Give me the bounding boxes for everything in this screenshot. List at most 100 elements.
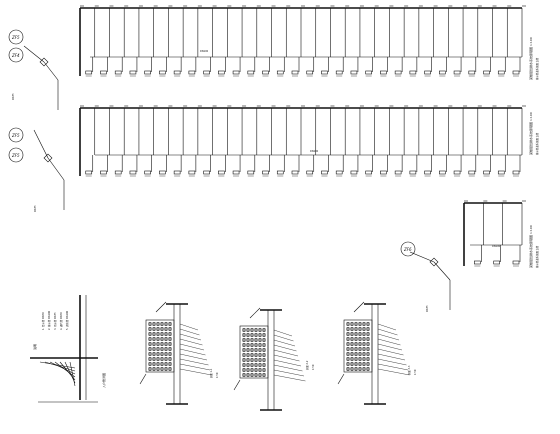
section-detail-1-anchor-block: [164, 347, 168, 351]
section-detail-3-anchor-block: [362, 342, 366, 346]
riser-1-fixture-box: [394, 70, 402, 75]
riser-1-marker-b: ZF4: [11, 53, 20, 58]
section-detail-3-tie-bar: [377, 323, 397, 331]
section-detail-2-anchor-block: [262, 328, 266, 332]
section-detail-3-anchor-block: [362, 362, 366, 366]
section-detail-1-anchor-block: [164, 367, 168, 371]
section-detail-3: 剖面 3-3 1:50: [337, 301, 417, 405]
section-detail-3-anchor-block: [362, 327, 366, 331]
section-detail-3-anchor-block: [346, 352, 350, 356]
section-detail-2-anchor-block: [254, 358, 258, 362]
riser-3-valve-symbol: [429, 257, 439, 267]
section-detail-1-slab-outline: [145, 319, 175, 373]
riser-2-marker-circle-a: [8, 127, 24, 143]
riser-2-fixture-box: [497, 170, 505, 175]
riser-2-fixture-box: [262, 170, 269, 175]
section-detail-1-anchor-block: [148, 337, 152, 341]
riser-2-fixture-box: [409, 170, 417, 175]
riser-2-pipework: [33, 105, 526, 210]
riser-3-branch-label: DN75: [426, 305, 429, 312]
section-detail-2-anchor-block: [250, 358, 254, 362]
section-detail-3-anchor-block: [366, 352, 370, 356]
section-detail-3-tie-bar: [377, 353, 406, 361]
section-detail-2-anchor-block: [262, 343, 266, 347]
section-detail-2-anchor-block: [258, 358, 262, 362]
section-detail-1-anchor-block: [160, 327, 164, 331]
riser-1-fixture-box: [409, 70, 417, 75]
section-detail-2-anchor-block: [242, 348, 246, 352]
section-detail-2-anchor-block: [262, 353, 266, 357]
section-detail-3-anchor-block: [354, 337, 358, 341]
section-detail-2-anchor-block: [258, 328, 262, 332]
riser-1-fixture-box: [350, 70, 358, 75]
section-detail-2-anchor-block: [262, 358, 266, 362]
section-detail-1-anchor-block: [160, 342, 164, 346]
riser-3-diagonal-branch: [433, 261, 451, 281]
riser-2-fixture-box: [188, 170, 196, 175]
section-detail-2-anchor-block: [250, 363, 254, 367]
section-detail-3-anchor-block: [366, 347, 370, 351]
riser-2-fixture-box: [276, 170, 284, 175]
section-detail-1-anchor-block: [168, 367, 172, 371]
section-detail-1-anchor-block: [152, 357, 156, 361]
riser-1-title: 某楼层给排水系统原理图 1:100: [528, 37, 533, 80]
riser-2-fixture-box: [306, 170, 314, 175]
riser-2-marker-a: ZF5: [11, 133, 20, 138]
riser-2-pipe-label: DN100: [310, 150, 319, 153]
entry-pipe-run: [59, 361, 76, 381]
section-detail-1-anchor-block: [168, 352, 172, 356]
section-detail-1-anchor-block: [152, 322, 156, 326]
section-detail-3-anchor-block: [358, 342, 362, 346]
riser-1-diagonal-branch: [43, 61, 59, 81]
section-detail-3-anchor-block: [350, 337, 354, 341]
section-detail-1-anchor-block: [148, 357, 152, 361]
section-detail-1-anchor-block: [152, 347, 156, 351]
section-detail-3-anchor-block: [358, 322, 362, 326]
section-detail-2-anchor-block: [242, 353, 246, 357]
section-detail-3-tie-bar: [377, 368, 410, 376]
section-detail-2-anchor-block: [250, 353, 254, 357]
entry-pipe-run: [54, 361, 76, 378]
riser-3-marker-group: ZF6: [400, 241, 416, 257]
riser-3-fixture-box: [474, 260, 481, 265]
section-detail-1-tie-bar: [179, 328, 200, 336]
section-detail-1-anchor-block: [148, 327, 152, 331]
section-detail-1-anchor-block: [148, 332, 152, 336]
riser-2-fixture-box: [173, 170, 181, 175]
section-detail-3-anchor-block: [346, 327, 350, 331]
section-detail-3-tie-bar: [377, 338, 401, 346]
section-detail-1-anchor-block: [148, 322, 152, 326]
riser-3-fixture-box: [512, 260, 520, 265]
section-detail-3-anchor-block: [354, 327, 358, 331]
riser-2-fixture-box: [365, 170, 372, 175]
section-detail-1-anchor-block: [152, 337, 156, 341]
section-detail-2-anchor-block: [242, 358, 246, 362]
section-detail-3-anchor-block: [358, 332, 362, 336]
riser-2-fixture-box: [291, 170, 299, 175]
riser-2-fixture-box: [100, 170, 107, 175]
riser-1-fixture-box: [468, 70, 476, 75]
section-detail-1-anchor-block: [160, 367, 164, 371]
section-detail-3-anchor-block: [358, 352, 362, 356]
riser-diagram-3: ZF6 DN100 某楼层给排水系统原理图 1:100 排水管道系统图 立管 D…: [400, 200, 539, 312]
riser-1-fixture-box: [497, 70, 505, 75]
section-detail-3-anchor-block: [362, 347, 366, 351]
section-detail-1-anchor-block: [160, 322, 164, 326]
section-detail-2-tie-bar: [273, 339, 296, 347]
riser-diagram-1: ZF5 ZF4 DN100 某楼层给排水系统原理图 1:100 排水管道系统图 …: [8, 5, 539, 110]
section-detail-2-anchor-block: [262, 373, 266, 377]
riser-1-fixture-box: [100, 70, 107, 75]
section-detail-1-anchor-block: [164, 342, 168, 346]
riser-1-fixture-box: [380, 70, 387, 75]
section-detail-3-tie-bar: [377, 343, 403, 351]
section-detail-1-anchor-block: [168, 337, 172, 341]
section-detail-1-anchor-block: [156, 357, 160, 361]
section-detail-2: 剖面 2-2 1:50: [233, 307, 315, 411]
section-detail-1-anchor-block: [148, 367, 152, 371]
riser-1-fixture-box: [173, 70, 181, 75]
section-detail-3-anchor-block: [362, 352, 366, 356]
riser-2-fixture-box: [203, 170, 210, 175]
section-detail-1-anchor-block: [168, 322, 172, 326]
